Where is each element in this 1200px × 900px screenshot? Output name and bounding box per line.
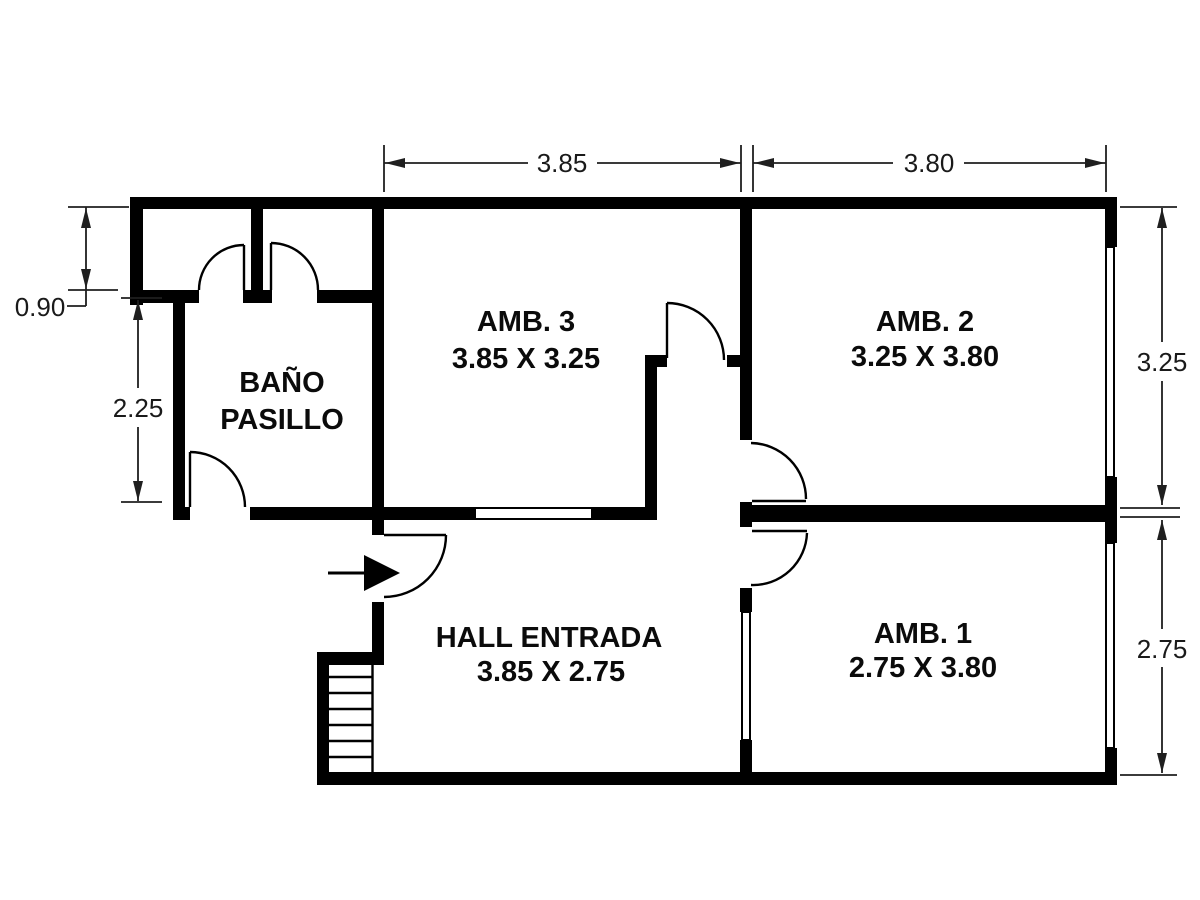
door-amb1 <box>750 529 809 587</box>
wall-corridor-bottom-right <box>317 290 384 303</box>
wall-right-exterior-top <box>1105 197 1117 247</box>
walls <box>130 197 1117 785</box>
wall-right-exterior-mid <box>1105 477 1117 543</box>
dim-value-380: 3.80 <box>904 148 955 178</box>
room-labels: AMB. 3 3.85 X 3.25 AMB. 2 3.25 X 3.80 AM… <box>220 306 999 688</box>
dim-value-275: 2.75 <box>1137 634 1188 664</box>
wall-vestibule-left <box>645 355 657 520</box>
room-label-bano-line2: PASILLO <box>220 404 344 436</box>
dim-arrowhead <box>1085 158 1105 168</box>
wall-corridor-center-partition <box>251 197 263 293</box>
stairs <box>329 665 374 772</box>
room-label-amb2: AMB. 2 <box>876 306 974 338</box>
wall-bano-bottom-mid <box>250 507 475 520</box>
room-label-amb3: AMB. 3 <box>477 306 575 338</box>
dim-value-090: 0.90 <box>15 292 66 322</box>
dim-arrowhead <box>133 481 143 501</box>
window-amb3-hall <box>474 507 593 520</box>
door-entrance <box>383 533 448 599</box>
wall-bano-right <box>372 197 384 535</box>
door-swing-arc <box>750 532 809 587</box>
dim-top-width-left: 3.85 <box>384 148 741 178</box>
door-amb2 <box>750 441 808 503</box>
dim-left-height-bottom: 2.25 <box>113 300 164 501</box>
dim-right-height-bottom: 2.75 <box>1137 520 1188 773</box>
window-amb2 <box>1105 246 1115 478</box>
room-size-amb1: 2.75 X 3.80 <box>849 652 997 684</box>
wall-bano-bottom-left <box>173 507 190 520</box>
wall-amb3-bottom-right <box>592 507 657 520</box>
door-swing-arc <box>197 243 245 291</box>
door-swing-arc <box>666 301 726 361</box>
door-swing-arc <box>189 450 247 508</box>
dim-right-height-top: 3.25 <box>1137 208 1188 505</box>
wall-corridor-bottom-center-stub <box>243 290 272 303</box>
dim-arrowhead <box>1157 208 1167 228</box>
dim-arrowhead <box>1157 753 1167 773</box>
wall-bano-left <box>173 290 185 520</box>
room-label-amb1: AMB. 1 <box>874 618 972 650</box>
dim-arrowhead <box>720 158 740 168</box>
dim-arrowhead <box>81 208 91 228</box>
dim-value-225: 2.25 <box>113 393 164 423</box>
dim-left-height-top: 0.90 <box>15 207 91 322</box>
windows <box>474 246 1115 749</box>
dim-arrowhead <box>1157 520 1167 540</box>
dim-arrowhead <box>81 269 91 289</box>
wall-stairs-left <box>317 652 329 785</box>
dim-value-325: 3.25 <box>1137 347 1188 377</box>
window-amb1 <box>1105 542 1115 749</box>
doors <box>188 241 809 599</box>
door-bano <box>188 450 247 508</box>
wall-central-upper <box>740 197 752 440</box>
room-label-hall: HALL ENTRADA <box>436 622 663 654</box>
arrow-head <box>364 555 400 591</box>
wall-stairs-top <box>317 652 384 665</box>
dim-value-385: 3.85 <box>537 148 588 178</box>
wall-corridor-bottom-left <box>130 290 199 303</box>
door-amb3 <box>665 301 726 361</box>
room-size-amb3: 3.85 X 3.25 <box>452 343 600 375</box>
door-corridor-right <box>269 241 320 291</box>
entrance-arrow-icon <box>328 555 400 591</box>
window-hall-amb1 <box>741 611 751 741</box>
dim-top-width-right: 3.80 <box>753 148 1106 178</box>
wall-top-exterior <box>130 197 1117 209</box>
dim-arrowhead <box>754 158 774 168</box>
dim-arrowhead <box>133 300 143 320</box>
dim-arrowhead <box>385 158 405 168</box>
door-swing-arc <box>383 534 448 599</box>
door-swing-arc <box>270 241 320 291</box>
door-corridor-left <box>197 243 246 291</box>
wall-vestibule-top-right-stub <box>727 355 742 367</box>
room-size-hall: 3.85 X 2.75 <box>477 656 625 688</box>
room-label-bano-line1: BAÑO <box>239 365 324 399</box>
dim-arrowhead <box>1157 485 1167 505</box>
dimension-annotations: 3.85 3.80 0.90 2.25 3.25 <box>15 145 1188 776</box>
wall-central-lower-stub <box>740 588 752 612</box>
wall-bottom-exterior <box>317 772 1117 785</box>
wall-entrance-lower-jamb <box>372 602 384 665</box>
room-size-amb2: 3.25 X 3.80 <box>851 341 999 373</box>
door-swing-arc <box>750 441 808 500</box>
wall-left-exterior <box>130 197 143 305</box>
wall-amb1-amb2-divider <box>740 505 1117 522</box>
wall-vestibule-top-left-stub <box>645 355 667 367</box>
